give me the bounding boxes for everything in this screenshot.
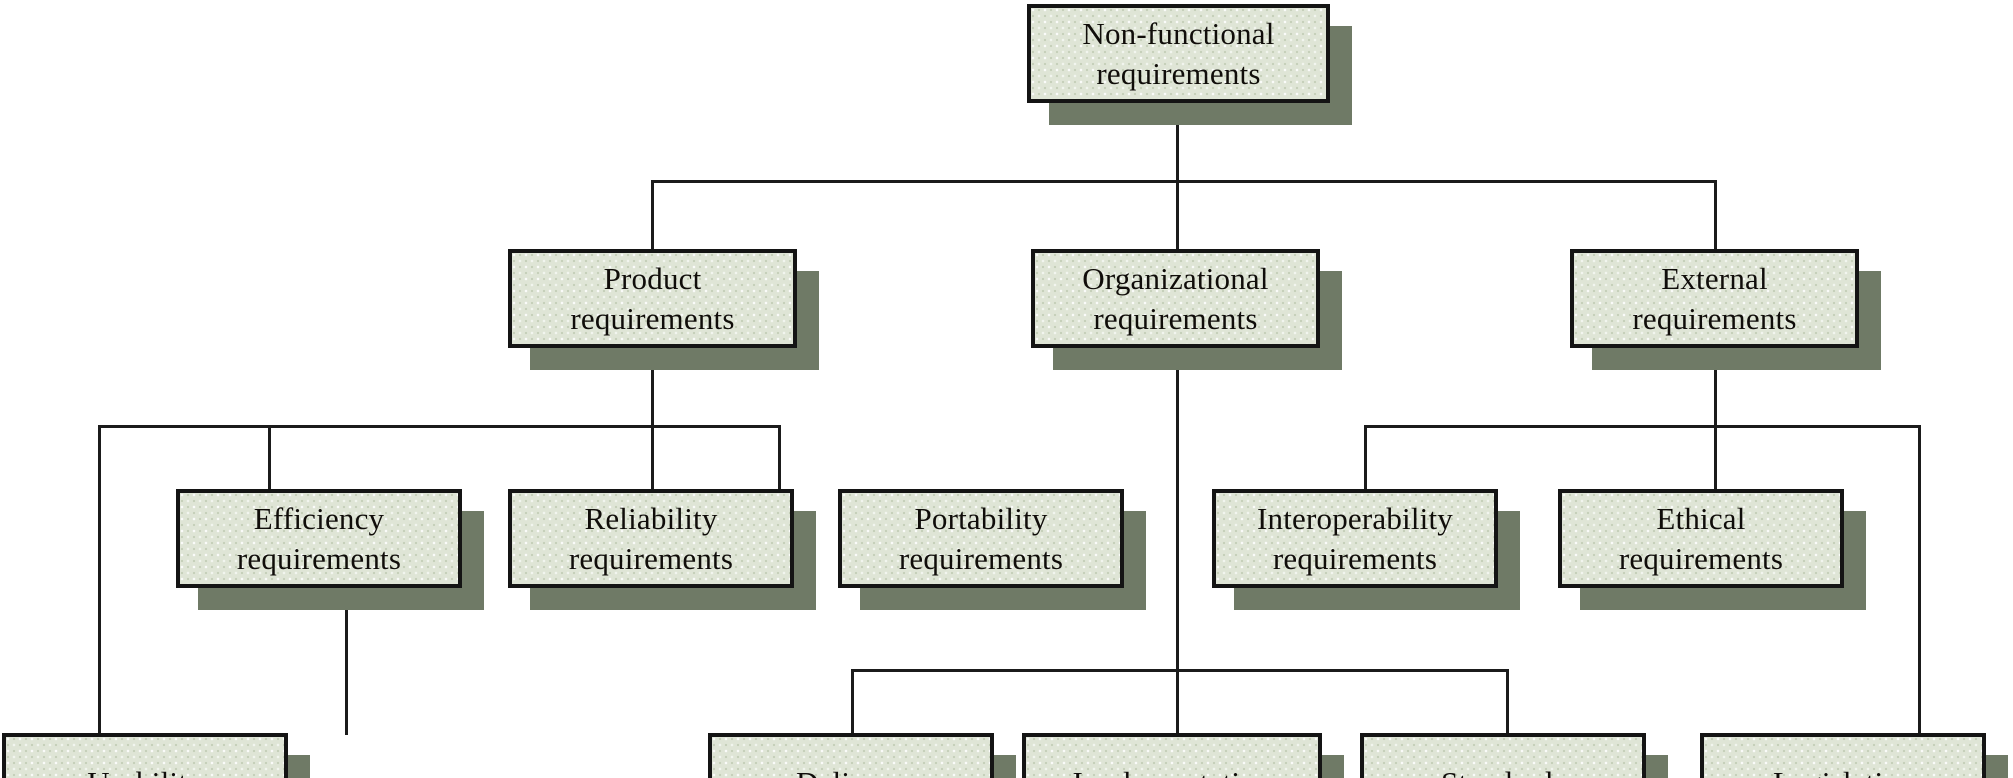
connector-external-stem-down [1714,348,1717,427]
node-label-product: Product requirements [570,261,735,336]
connector-org-drop-standards [1506,669,1509,735]
node-reliability[interactable]: Reliability requirements [508,489,794,588]
node-delivery[interactable]: Delivery [708,733,994,778]
connector-product-drop-usability [98,425,101,735]
node-legislative[interactable]: Legislative [1700,733,1986,778]
node-usability[interactable]: Usability [2,733,288,778]
connector-root-to-external-drop [1714,180,1717,251]
node-portability[interactable]: Portability requirements [838,489,1124,588]
connector-root-stem-down [1176,103,1179,180]
node-label-implementation: Implementation [1026,763,1318,778]
node-label-legislative: Legislative [1704,763,1982,778]
connector-product-bus [98,425,778,428]
connector-level1-bus [651,180,1714,183]
connector-external-drop-ethical [1714,425,1717,491]
connector-root-to-product-drop [651,180,654,251]
node-label-organizational: Organizational requirements [1082,261,1269,336]
node-implementation[interactable]: Implementation [1022,733,1322,778]
node-label-external: External requirements [1632,261,1797,336]
node-interoperability[interactable]: Interoperability requirements [1212,489,1498,588]
connector-org-drop-delivery [851,669,854,735]
node-label-efficiency: Efficiency requirements [236,501,402,576]
node-label-root: Non-functional requirements [1082,16,1275,91]
node-label-portability: Portability requirements [898,501,1064,576]
node-efficiency[interactable]: Efficiency requirements [176,489,462,588]
node-label-ethical: Ethical requirements [1618,501,1784,576]
connector-product-drop-relia [651,425,654,491]
connector-org-stem-down [1176,348,1179,672]
node-label-interoperability: Interoperability requirements [1256,501,1453,576]
node-label-standards: Standards [1364,763,1642,778]
node-ethical[interactable]: Ethical requirements [1558,489,1844,588]
connector-root-to-org-drop [1176,180,1179,251]
node-external[interactable]: External requirements [1570,249,1859,348]
connector-external-bus [1364,425,1920,428]
node-root[interactable]: Non-functional requirements [1027,4,1330,103]
connector-org-bus [851,669,1509,672]
connector-external-drop-interop [1364,425,1367,491]
connector-org-drop-impl [1176,669,1179,735]
connector-external-drop-legis [1918,425,1921,735]
node-standards[interactable]: Standards [1360,733,1646,778]
node-label-delivery: Delivery [712,763,990,778]
node-product[interactable]: Product requirements [508,249,797,348]
connector-product-drop-effic [268,425,271,491]
node-label-reliability: Reliability requirements [568,501,734,576]
node-label-usability: Usability [6,763,284,778]
connector-efficiency-stem-down [345,588,348,735]
node-organizational[interactable]: Organizational requirements [1031,249,1320,348]
connector-product-stem-down [651,348,654,427]
connector-product-drop-porta [778,425,781,491]
